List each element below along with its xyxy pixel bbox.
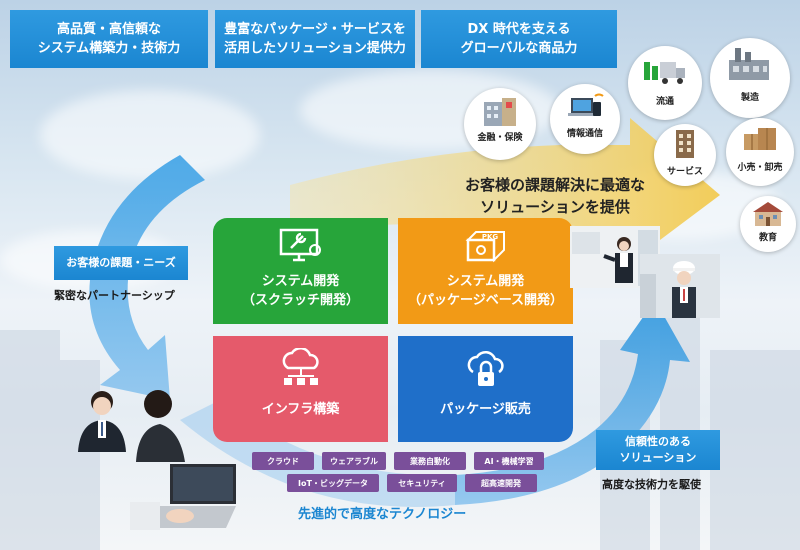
delivery-truck-icon bbox=[644, 62, 685, 84]
laptop-typing-illustration bbox=[130, 464, 236, 530]
tag-iot: IoT・ビッグデータ bbox=[287, 474, 379, 492]
top-box-global: DX 時代を支える グローバルな商品力 bbox=[421, 10, 617, 68]
laptop-phone-icon bbox=[568, 93, 604, 116]
tag-security: セキュリティ bbox=[387, 474, 457, 492]
meeting-illustration bbox=[78, 390, 185, 462]
tile-package-based-label: システム開発 （パッケージベース開発） bbox=[407, 274, 564, 308]
industry-manufacturing: 製造 bbox=[710, 38, 790, 118]
factory-icon bbox=[729, 48, 769, 80]
meeting-photo bbox=[40, 382, 190, 532]
industry-retail: 小売・卸売 bbox=[726, 118, 794, 186]
industry-logistics-label: 流通 bbox=[655, 97, 674, 107]
right-blue-arrow bbox=[455, 300, 690, 505]
industry-service-label: サービス bbox=[666, 167, 703, 177]
yellow-arrow bbox=[290, 118, 720, 255]
engineer-illustration bbox=[640, 254, 720, 318]
package-box-icon: PKG bbox=[465, 231, 505, 263]
cloud-lock-icon bbox=[467, 350, 504, 386]
tile-scratch-label: システム開発 （スクラッチ開発） bbox=[241, 274, 359, 308]
pkg-badge: PKG bbox=[481, 233, 498, 241]
engineer-photo bbox=[640, 254, 720, 318]
customer-needs-caption: 緊密なパートナーシップ bbox=[54, 289, 175, 302]
bank-building-icon bbox=[484, 98, 516, 126]
tile-package-sales-label: パッケージ販売 bbox=[440, 402, 531, 417]
industry-education-label: 教育 bbox=[758, 233, 777, 243]
reliable-solution-box: 信頼性のある ソリューション bbox=[596, 430, 720, 470]
tag-wearable: ウェアラブル bbox=[322, 452, 386, 470]
industry-telecom-label: 情報通信 bbox=[566, 129, 603, 139]
cloud-network-icon bbox=[282, 348, 319, 385]
office-building-icon bbox=[676, 130, 694, 158]
solution-heading: お客様の課題解決に最適な ソリューションを提供 bbox=[464, 176, 645, 216]
customer-needs-box: お客様の課題・ニーズ bbox=[54, 246, 188, 280]
tag-rapid-dev: 超高速開発 bbox=[465, 474, 537, 492]
tile-package-sales: パッケージ販売 bbox=[398, 336, 573, 442]
tile-infra: インフラ構築 bbox=[213, 336, 388, 442]
industry-education: 教育 bbox=[740, 196, 796, 252]
industry-finance: 金融・保険 bbox=[464, 88, 536, 160]
tile-scratch-development: システム開発 （スクラッチ開発） bbox=[213, 218, 388, 324]
industry-retail-label: 小売・卸売 bbox=[737, 163, 783, 173]
tag-ai: AI・機械学習 bbox=[474, 452, 544, 470]
tag-cloud: クラウド bbox=[252, 452, 314, 470]
tile-package-based-development: PKG システム開発 （パッケージベース開発） bbox=[398, 218, 573, 324]
cardboard-boxes-icon bbox=[744, 128, 776, 150]
tag-automation: 業務自動化 bbox=[394, 452, 466, 470]
industry-finance-label: 金融・保険 bbox=[477, 133, 523, 143]
laptop-photo bbox=[130, 462, 240, 530]
top-box-solution: 豊富なパッケージ・サービスを 活用したソリューション提供力 bbox=[215, 10, 415, 68]
advanced-technology-text: 先進的で高度なテクノロジー bbox=[298, 507, 467, 522]
reliable-solution-caption: 高度な技術力を駆使 bbox=[602, 478, 701, 491]
industry-manufacturing-label: 製造 bbox=[740, 93, 759, 103]
tile-infra-label: インフラ構築 bbox=[261, 402, 340, 417]
school-building-icon bbox=[753, 202, 783, 226]
industry-service: サービス bbox=[654, 124, 716, 186]
top-box-quality: 高品質・高信頼な システム構築力・技術力 bbox=[10, 10, 208, 68]
industry-logistics: 流通 bbox=[628, 46, 702, 120]
monitor-wrench-icon bbox=[279, 228, 321, 262]
left-blue-arrow bbox=[89, 155, 205, 400]
industry-telecom: 情報通信 bbox=[550, 84, 620, 154]
